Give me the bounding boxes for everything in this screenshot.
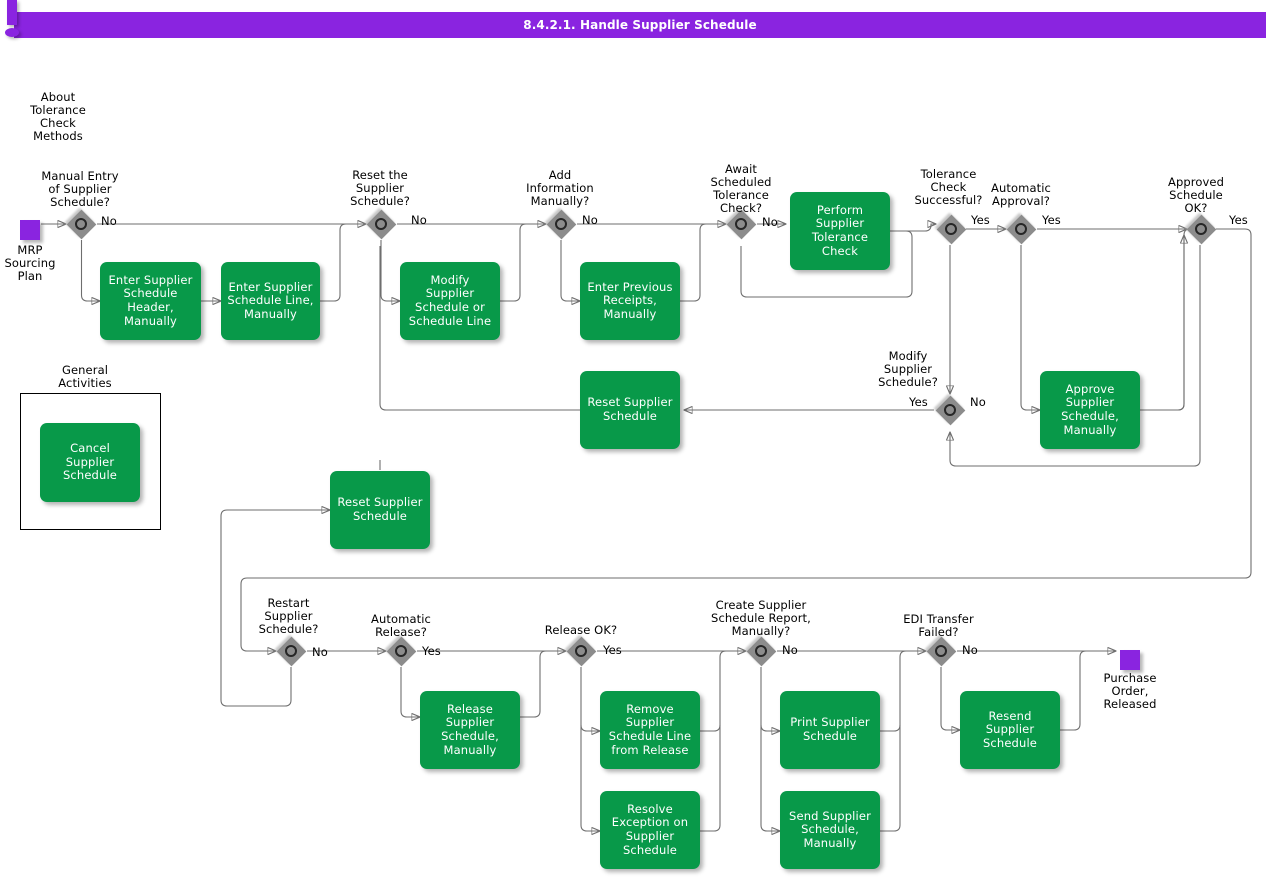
gateway-label-manual-entry: Manual Entry of Supplier Schedule? bbox=[41, 169, 119, 209]
activity-enter-supplier-schedule-line-manually[interactable]: Enter Supplier Schedule Line, Manually bbox=[221, 262, 320, 340]
end-event-label: Purchase Order, Released bbox=[1103, 671, 1157, 711]
flow-label-restart-schedule-no: No bbox=[312, 645, 328, 659]
flow-label-tolerance-successful-yes: Yes bbox=[971, 213, 990, 227]
activity-enter-supplier-schedule-header-manually[interactable]: Enter Supplier Schedule Header, Manually bbox=[100, 262, 201, 340]
gateway-label-await-tolerance-check: Await Scheduled Tolerance Check? bbox=[710, 162, 772, 215]
flow-label-approved-schedule-yes: Yes bbox=[1229, 213, 1248, 227]
flow-label-edi-transfer-no: No bbox=[962, 643, 978, 657]
gateway-approved-schedule-ok[interactable] bbox=[1184, 212, 1216, 244]
gateway-label-tolerance-check-successful: Tolerance Check Successful? bbox=[914, 167, 983, 207]
flow-label-automatic-release-yes: Yes bbox=[422, 644, 441, 658]
gateway-edi-transfer-failed[interactable] bbox=[924, 634, 956, 666]
gateway-reset-the-supplier-schedule[interactable] bbox=[364, 207, 396, 239]
gateway-tolerance-check-successful[interactable] bbox=[934, 212, 966, 244]
gateway-modify-supplier-schedule[interactable] bbox=[933, 393, 965, 425]
flow-label-manual-entry-no: No bbox=[101, 214, 117, 228]
page-title: 8.4.2.1. Handle Supplier Schedule bbox=[14, 12, 1266, 38]
flow-label-modify-schedule-yes: Yes bbox=[909, 395, 928, 409]
gateway-automatic-release[interactable] bbox=[384, 634, 416, 666]
gateway-label-create-supplier-schedule-report: Create Supplier Schedule Report, Manuall… bbox=[711, 598, 811, 638]
gateway-label-approved-schedule-ok: Approved Schedule OK? bbox=[1168, 175, 1224, 215]
activity-reset-supplier-schedule-lower[interactable]: Reset Supplier Schedule bbox=[330, 471, 430, 549]
info-exclamation-icon bbox=[0, 0, 26, 44]
gateway-label-edi-transfer-failed: EDI Transfer Failed? bbox=[903, 612, 974, 639]
activity-resolve-exception-on-supplier-schedule[interactable]: Resolve Exception on Supplier Schedule bbox=[600, 791, 700, 869]
activity-release-supplier-schedule-manually[interactable]: Release Supplier Schedule, Manually bbox=[420, 691, 520, 769]
gateway-label-restart-supplier-schedule: Restart Supplier Schedule? bbox=[258, 596, 319, 636]
gateway-label-automatic-approval: Automatic Approval? bbox=[991, 181, 1051, 208]
gateway-restart-supplier-schedule[interactable] bbox=[274, 634, 306, 666]
group-label-general-activities: General Activities bbox=[58, 363, 112, 390]
gateway-automatic-approval[interactable] bbox=[1004, 212, 1036, 244]
note-label: About Tolerance Check Methods bbox=[30, 90, 86, 143]
flow-label-modify-schedule-no: No bbox=[970, 395, 986, 409]
activity-approve-supplier-schedule-manually[interactable]: Approve Supplier Schedule, Manually bbox=[1040, 371, 1140, 449]
gateway-label-modify-supplier-schedule: Modify Supplier Schedule? bbox=[878, 349, 938, 389]
activity-cancel-supplier-schedule[interactable]: Cancel Supplier Schedule bbox=[40, 423, 140, 502]
flow-label-automatic-approval-yes: Yes bbox=[1042, 213, 1061, 227]
gateway-label-add-information-manually: Add Information Manually? bbox=[526, 168, 594, 208]
gateway-manual-entry-of-supplier-schedule[interactable] bbox=[64, 207, 96, 239]
flow-label-release-ok-yes: Yes bbox=[603, 643, 622, 657]
gateway-create-supplier-schedule-report[interactable] bbox=[744, 634, 776, 666]
activity-remove-supplier-schedule-line-from-release[interactable]: Remove Supplier Schedule Line from Relea… bbox=[600, 691, 700, 769]
activity-send-supplier-schedule-manually[interactable]: Send Supplier Schedule, Manually bbox=[780, 791, 880, 869]
activity-enter-previous-receipts-manually[interactable]: Enter Previous Receipts, Manually bbox=[580, 262, 680, 340]
start-event-label: MRP Sourcing Plan bbox=[4, 243, 56, 283]
flow-label-await-tolerance-no: No bbox=[762, 215, 778, 229]
gateway-label-reset-the-supplier-schedule: Reset the Supplier Schedule? bbox=[350, 168, 410, 208]
flow-label-add-information-no: No bbox=[582, 213, 598, 227]
gateway-add-information-manually[interactable] bbox=[544, 207, 576, 239]
activity-modify-supplier-schedule-or-schedule-line[interactable]: Modify Supplier Schedule or Schedule Lin… bbox=[400, 262, 500, 340]
activity-perform-supplier-tolerance-check[interactable]: Perform Supplier Tolerance Check bbox=[790, 192, 890, 270]
start-event-mrp-sourcing-plan[interactable] bbox=[20, 220, 40, 240]
gateway-label-release-ok: Release OK? bbox=[544, 623, 618, 637]
gateway-await-scheduled-tolerance-check[interactable] bbox=[724, 207, 756, 239]
flow-label-reset-schedule-no: No bbox=[411, 213, 427, 227]
end-event-purchase-order-released[interactable] bbox=[1120, 650, 1140, 670]
gateway-label-automatic-release: Automatic Release? bbox=[371, 612, 431, 639]
activity-reset-supplier-schedule-upper[interactable]: Reset Supplier Schedule bbox=[580, 371, 680, 449]
gateway-release-ok[interactable] bbox=[564, 634, 596, 666]
flow-label-create-report-no: No bbox=[782, 643, 798, 657]
activity-print-supplier-schedule[interactable]: Print Supplier Schedule bbox=[780, 691, 880, 769]
activity-resend-supplier-schedule[interactable]: Resend Supplier Schedule bbox=[960, 691, 1060, 769]
